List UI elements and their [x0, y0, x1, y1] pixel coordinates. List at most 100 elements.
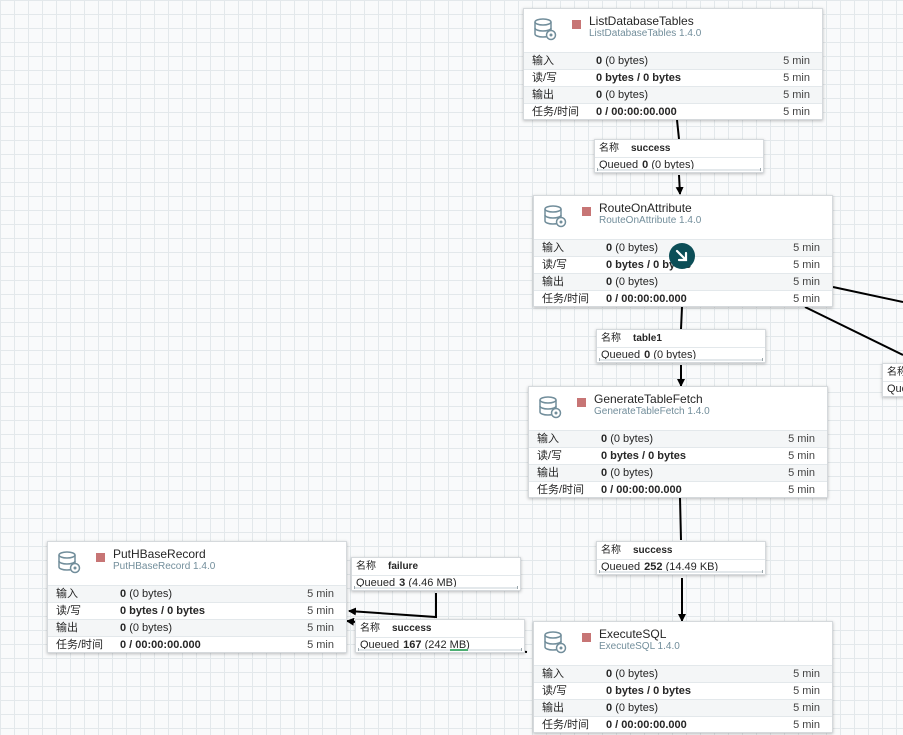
connection-label-partial[interactable]: 名称 Que [882, 363, 903, 397]
processor-type: ListDatabaseTables 1.4.0 [589, 28, 702, 39]
stat-label: 输入 [542, 668, 564, 680]
queue-progress-bar [599, 358, 763, 361]
stat-time: 5 min [793, 259, 820, 271]
stat-value: 0 (0 bytes) [606, 668, 658, 680]
stat-label: 输出 [542, 702, 564, 714]
queue-progress-bar [597, 168, 761, 171]
stopped-icon [582, 633, 591, 642]
connection-queued: Que [883, 381, 903, 396]
stat-value: 0 (0 bytes) [606, 276, 658, 288]
processor-name: PutHBaseRecord [113, 547, 206, 561]
processor-type: ExecuteSQL 1.4.0 [599, 641, 680, 652]
stopped-icon [96, 553, 105, 562]
stat-time: 5 min [793, 702, 820, 714]
processor-name: ListDatabaseTables [589, 14, 694, 28]
stat-time: 5 min [783, 89, 810, 101]
stat-value: 0 bytes / 0 bytes [606, 685, 691, 697]
stat-value: 0 bytes / 0 bytes [596, 72, 681, 84]
stat-time: 5 min [783, 106, 810, 118]
stat-time: 5 min [793, 719, 820, 731]
stat-value: 0 (0 bytes) [596, 55, 648, 67]
stopped-icon [582, 207, 591, 216]
processor-icon [58, 551, 81, 574]
stat-time: 5 min [793, 685, 820, 697]
stat-value: 0 (0 bytes) [120, 588, 172, 600]
stat-row-in: 输入 0 (0 bytes) 5 min [48, 585, 346, 602]
stat-label: 输入 [532, 55, 554, 67]
processor-type: PutHBaseRecord 1.4.0 [113, 561, 216, 572]
processor-generate-table-fetch[interactable]: GenerateTableFetch GenerateTableFetch 1.… [528, 386, 828, 498]
stat-label: 输出 [537, 467, 559, 479]
stat-label: 任务/时间 [537, 484, 585, 496]
terminate-arrow-icon[interactable] [669, 243, 695, 269]
processor-icon [544, 205, 567, 228]
edge-route-right-1 [832, 286, 903, 303]
processor-type: RouteOnAttribute 1.4.0 [599, 215, 702, 226]
stat-label: 读/写 [542, 685, 568, 697]
processor-put-hbase-record[interactable]: PutHBaseRecord PutHBaseRecord 1.4.0 输入 0 … [47, 541, 347, 653]
stat-value: 0 bytes / 0 bytes [120, 605, 205, 617]
stat-row-tasks: 任务/时间 0 / 00:00:00.000 5 min [524, 103, 822, 119]
processor-execute-sql[interactable]: ExecuteSQL ExecuteSQL 1.4.0 输入 0 (0 bytes… [533, 621, 833, 733]
stat-time: 5 min [307, 588, 334, 600]
stat-time: 5 min [788, 484, 815, 496]
processor-icon [544, 631, 567, 654]
stat-value: 0 / 00:00:00.000 [601, 484, 682, 496]
stat-row-out: 输出 0 (0 bytes) 5 min [534, 273, 832, 290]
stat-label: 输入 [56, 588, 78, 600]
edge-route-to-generate [681, 306, 682, 386]
stat-value: 0 (0 bytes) [606, 702, 658, 714]
edge-generate-to-execute [680, 497, 682, 621]
connection-name: 名称 [887, 367, 903, 378]
stat-label: 读/写 [56, 605, 82, 617]
stat-time: 5 min [783, 72, 810, 84]
stat-time: 5 min [307, 605, 334, 617]
stat-time: 5 min [307, 639, 334, 651]
queue-fill [450, 649, 468, 651]
queue-progress-bar [354, 586, 518, 589]
edge-list-to-route [677, 119, 680, 194]
stat-time: 5 min [783, 55, 810, 67]
processor-stats: 输入 0 (0 bytes) 5 min 读/写 0 bytes / 0 bytes 5… [534, 665, 832, 732]
processor-stats: 输入 0 (0 bytes) 5 min 读/写 0 bytes / 0 bytes 5… [48, 585, 346, 652]
processor-icon [534, 18, 557, 41]
processor-name: ExecuteSQL [599, 627, 667, 641]
stopped-icon [577, 398, 586, 407]
stopped-icon [572, 20, 581, 29]
stat-value: 0 / 00:00:00.000 [120, 639, 201, 651]
stat-time: 5 min [793, 276, 820, 288]
stat-label: 输出 [542, 276, 564, 288]
processor-name: GenerateTableFetch [594, 392, 703, 406]
stat-time: 5 min [307, 622, 334, 634]
stat-value: 0 (0 bytes) [120, 622, 172, 634]
stat-row-tasks: 任务/时间 0 / 00:00:00.000 5 min [529, 481, 827, 497]
stat-label: 任务/时间 [542, 719, 590, 731]
stat-label: 读/写 [537, 450, 563, 462]
stat-time: 5 min [788, 450, 815, 462]
edge-execute-failure-to-put [348, 593, 437, 619]
stat-row-rw: 读/写 0 bytes / 0 bytes 5 min [534, 682, 832, 699]
stat-value: 0 / 00:00:00.000 [596, 106, 677, 118]
processor-list-database-tables[interactable]: ListDatabaseTables ListDatabaseTables 1.… [523, 8, 823, 120]
stat-label: 任务/时间 [532, 106, 580, 118]
stat-value: 0 (0 bytes) [601, 433, 653, 445]
processor-icon [539, 396, 562, 419]
